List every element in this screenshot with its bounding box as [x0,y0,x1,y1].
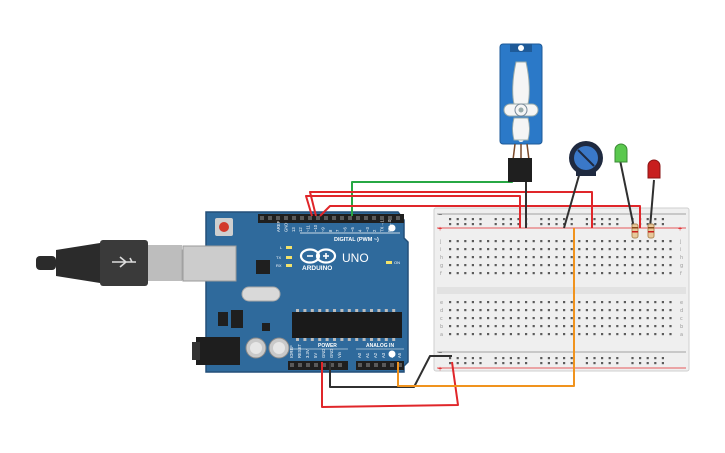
power-pin-label: RESET [297,344,302,358]
breadboard-row-letter: j [679,239,681,245]
tx-led-label: TX [276,255,281,260]
digital-pin-label: ~3 [365,227,370,232]
power-jack [196,337,240,365]
breadboard-row-letter: b [440,324,443,330]
digital-pin-label: ~10 [313,224,318,232]
breadboard-row-letter: a [680,332,683,338]
wire-red-led-rail [319,205,641,228]
digital-pin-label: AREF [276,220,281,232]
analog-pin-label: A1 [365,352,370,358]
wire-black-led-red [649,179,655,229]
resistor-1[interactable] [631,223,639,239]
breadboard-row-letter: i [680,247,681,253]
l-led-label: L [280,245,283,250]
digital-pin-label: TX→1 [380,219,385,232]
digital-pin-label: ~9 [320,227,325,232]
analog-in-label: ANALOG IN [366,343,394,349]
breadboard-row-letter: j [439,239,441,245]
breadboard-row-letter: c [440,316,443,322]
breadboard-row-letter: e [680,300,683,306]
digital-pin-label: RX←0 [387,219,392,232]
analog-pin-header[interactable] [356,361,404,370]
breadboard-row-letter: d [440,308,443,314]
digital-label: DIGITAL (PWM ~) [334,237,379,243]
wire-red-pot [309,191,593,228]
breadboard-minus-top: − [438,212,442,219]
rx-led-label: RX [276,263,282,268]
led-red[interactable] [647,159,661,179]
power-pin-label: 5V [313,353,318,358]
digital-pin-label: 4 [357,229,362,232]
brand-text: ARDUINO [302,265,332,272]
analog-pin-label: A4 [389,352,394,358]
digital-pin-label: ~5 [350,227,355,232]
power-pin-label: IOREF [289,345,294,358]
analog-pin-label: A3 [381,352,386,358]
breadboard-plus-top-right: + [678,226,682,233]
resistor-2[interactable] [647,223,655,239]
servo-connector [508,158,532,182]
wire-red-5v-servo [305,195,521,228]
potentiometer[interactable] [569,141,603,176]
breadboard-row-letter: c [680,316,683,322]
power-pin-label: Vin [337,351,342,358]
breadboard-plus-top: + [438,226,442,233]
power-pin-label: GND [321,349,326,358]
digital-pin-label: 8 [328,229,333,232]
analog-pin-label: A5 [397,352,402,358]
digital-pin-label: 13 [291,227,296,232]
wire-red-bottom-5v [321,361,459,408]
breadboard-row-letter: g [440,263,443,269]
analog-pin-label: A2 [373,352,378,358]
breadboard-row-letter: b [680,324,683,330]
digital-pin-label: ~6 [343,227,348,232]
digital-pin-label: ~11 [306,225,311,232]
breadboard-minus-bottom: − [438,350,442,357]
analog-pin-label: A0 [357,352,362,358]
wire-orange-a0 [397,228,575,387]
on-led-label: ON [394,260,400,265]
digital-pin-header[interactable] [258,214,404,223]
model-text: UNO [342,251,369,265]
wire-black-led-green [619,159,635,229]
breadboard-row-letter: h [440,255,443,261]
breadboard-plus-bottom: + [438,366,442,373]
breadboard-row-letter: f [440,271,442,277]
wire-black-pot-gnd [563,171,581,229]
power-pin-label: GND [329,349,334,358]
servo-motor[interactable] [499,43,543,182]
digital-pin-label: 12 [298,227,303,232]
breadboard-row-letter: g [680,263,683,269]
led-green[interactable] [614,143,628,163]
breadboard-row-letter: i [440,247,441,253]
power-label: POWER [318,343,337,349]
digital-pin-label: GND [283,223,288,232]
breadboard-row-letter: h [680,255,683,261]
breadboard-row-letter: d [680,308,683,314]
breadboard-row-letter: e [440,300,443,306]
atmega-chip [292,312,402,338]
breadboard-row-letter: a [440,332,443,338]
power-pin-label: 3.3V [305,349,310,358]
breadboard-row-letter: f [680,271,682,277]
arduino-logo-icon [299,248,337,264]
digital-pin-label: 7 [335,229,340,232]
usb-socket [182,245,237,282]
digital-pin-label: 2 [372,229,377,232]
